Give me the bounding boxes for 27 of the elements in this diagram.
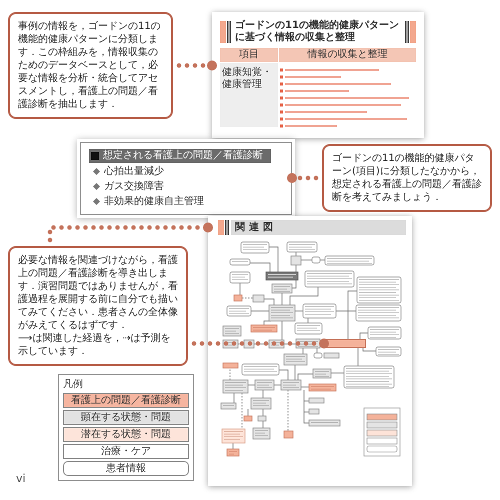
card — [80, 142, 292, 215]
page-thumbnail — [208, 216, 412, 486]
table-header-cell: 情報の収集と整理 — [279, 48, 416, 62]
list-item-text: 心拍出量減少 — [104, 165, 164, 178]
page-title: 関連図 — [235, 222, 277, 234]
callout-text: 必要な情報を関連づけながら，看護上の問題／看護診断を導き出します．演習問題ではありませんが，看護過程を展開する前に自分でも描いてみてください．患者さんの全体像がみえてくるはずです． — [18, 254, 178, 332]
legend-entry: 看護上の問題／看護診断 — [63, 393, 189, 408]
legend-title: 凡例 — [63, 379, 84, 391]
list-item-text: ガス交換障害 — [104, 180, 164, 193]
legend-entry: 患者情報 — [63, 461, 189, 476]
page-number: vi — [16, 472, 26, 485]
callout-box — [8, 246, 188, 366]
row-label-cell: 健康知覚・健康管理 — [220, 63, 278, 127]
callout-text: 事例の情報を，ゴードンの11の機能的健康パターンに分類します．この枠組みを，情報収集のためのデータベースとして，必要な情報を分析・統合してアセスメントし，看護上の問題／看護診断を抽出します． — [18, 20, 162, 111]
list-item-text: 非効果的健康自主管理 — [104, 195, 204, 208]
legend-entry: 潜在する状態・問題 — [63, 427, 189, 442]
legend-entry: 治療・ケア — [63, 444, 189, 459]
section-heading: 想定される看護上の問題／看護診断 — [103, 149, 263, 163]
legend-entry: 顕在する状態・問題 — [63, 410, 189, 425]
callout-text: ゴードンの11の機能的健康パターン(項目)に分類したなかから，想定される看護上の問題／看護診断を考えてみましょう． — [332, 152, 482, 204]
page-title: ゴードンの11の機能的健康パターンに基づく情報の収集と整理 — [235, 20, 400, 44]
callout-text: ⟶は関連した経過を，⇢は予測を示しています． — [18, 332, 172, 358]
table-header-cell: 項目 — [220, 48, 278, 62]
page-thumbnail — [212, 12, 424, 138]
callout-box — [322, 144, 492, 212]
callout-box — [8, 12, 173, 119]
flowchart-box — [324, 339, 366, 348]
